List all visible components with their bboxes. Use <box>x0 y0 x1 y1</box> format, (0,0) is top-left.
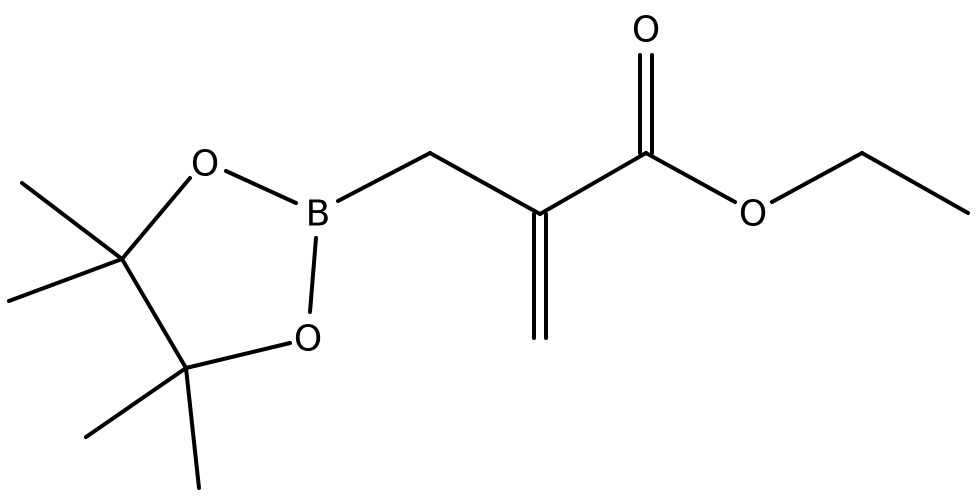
bond-boron-oxygen-top <box>224 169 298 205</box>
bond-oxygen-top-quaternary-carbon <box>120 176 192 261</box>
atom-boron: B <box>306 194 331 235</box>
atom-ester-oxygen: O <box>739 194 767 235</box>
bond-quaternary-carbons <box>120 257 188 370</box>
atom-ring-oxygen-top: O <box>191 144 219 185</box>
bond-linker-boron <box>336 151 432 203</box>
atom-ring-oxygen-bottom: O <box>294 319 322 360</box>
bond-methyl-4 <box>184 366 201 490</box>
atom-carbonyl-oxygen: O <box>632 10 660 51</box>
bond-carbonyl-ester-oxygen <box>644 151 737 204</box>
bond-alpha-linker <box>428 151 542 216</box>
bond-oxygen-bottom-quaternary-carbon <box>184 341 292 370</box>
bond-ester-oxygen-ethyl <box>770 151 864 204</box>
bond-boron-oxygen-bottom <box>308 236 318 314</box>
bond-methyl-2 <box>7 257 124 303</box>
bond-ethyl-methyl <box>860 151 970 215</box>
bond-methyl-1 <box>20 181 124 261</box>
bond-methyl-3 <box>84 366 188 439</box>
bond-alpha-carbonyl <box>538 151 648 216</box>
